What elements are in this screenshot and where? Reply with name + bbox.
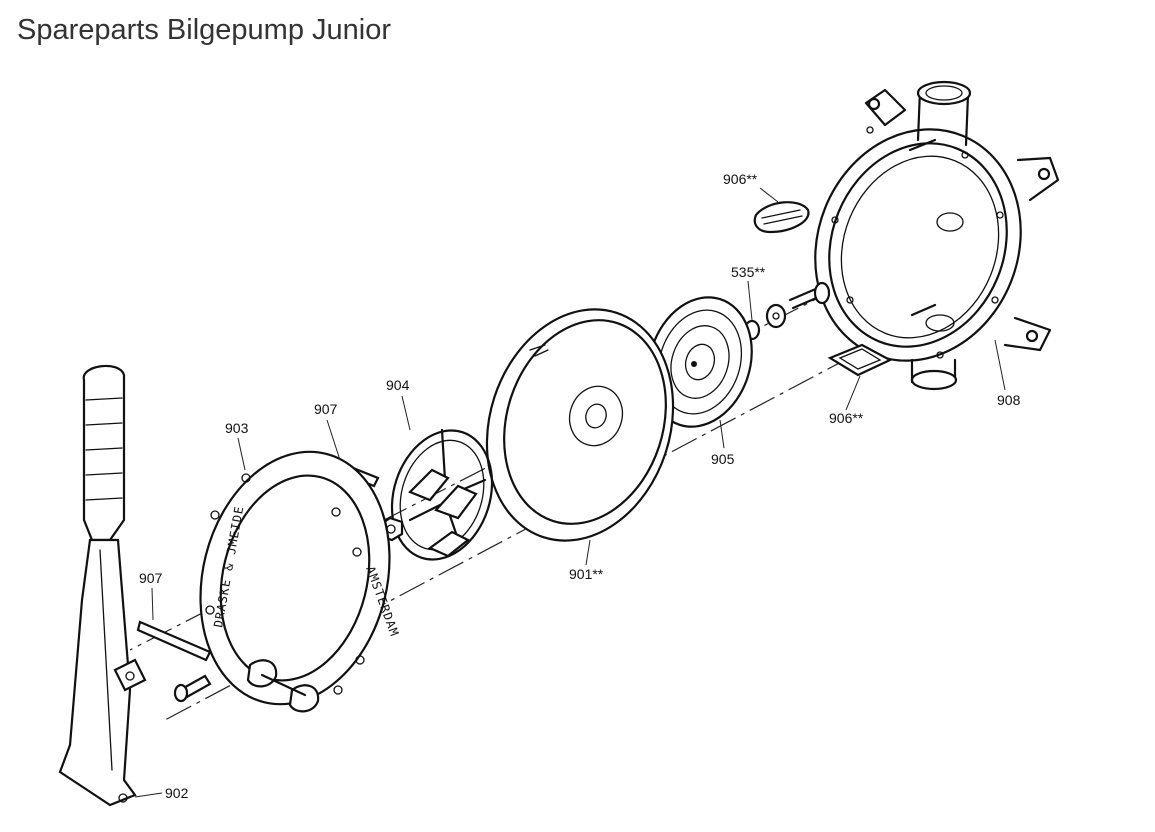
leader-lines bbox=[134, 187, 1006, 798]
label-903: 903 bbox=[225, 420, 249, 436]
label-901: 901** bbox=[569, 566, 604, 582]
label-905: 905 bbox=[711, 451, 735, 467]
part-labels: 906** 535** 908 906** 905 904 907 903 90… bbox=[139, 171, 1021, 801]
pin-907-lower bbox=[136, 620, 212, 662]
valve-906-lower bbox=[827, 343, 893, 377]
page-title: Spareparts Bilgepump Junior bbox=[17, 14, 391, 46]
label-908: 908 bbox=[997, 392, 1021, 408]
valve-906-upper bbox=[753, 201, 810, 234]
label-907-upper: 907 bbox=[314, 401, 338, 417]
label-535: 535** bbox=[731, 264, 766, 280]
label-907-lower: 907 bbox=[139, 570, 163, 586]
handle-902 bbox=[58, 364, 147, 807]
label-906-upper: 906** bbox=[723, 171, 758, 187]
label-902: 902 bbox=[165, 785, 189, 801]
bracket-904 bbox=[390, 428, 494, 561]
clamp-ring-903: DRASKE & JMEIDE AMSTERDAM bbox=[199, 450, 402, 713]
pump-housing-908 bbox=[814, 80, 1060, 391]
screw bbox=[173, 674, 212, 703]
bolt-and-washer bbox=[765, 281, 831, 329]
label-904: 904 bbox=[386, 377, 410, 393]
label-906-lower: 906** bbox=[829, 410, 864, 426]
diaphragm-901 bbox=[485, 308, 675, 542]
